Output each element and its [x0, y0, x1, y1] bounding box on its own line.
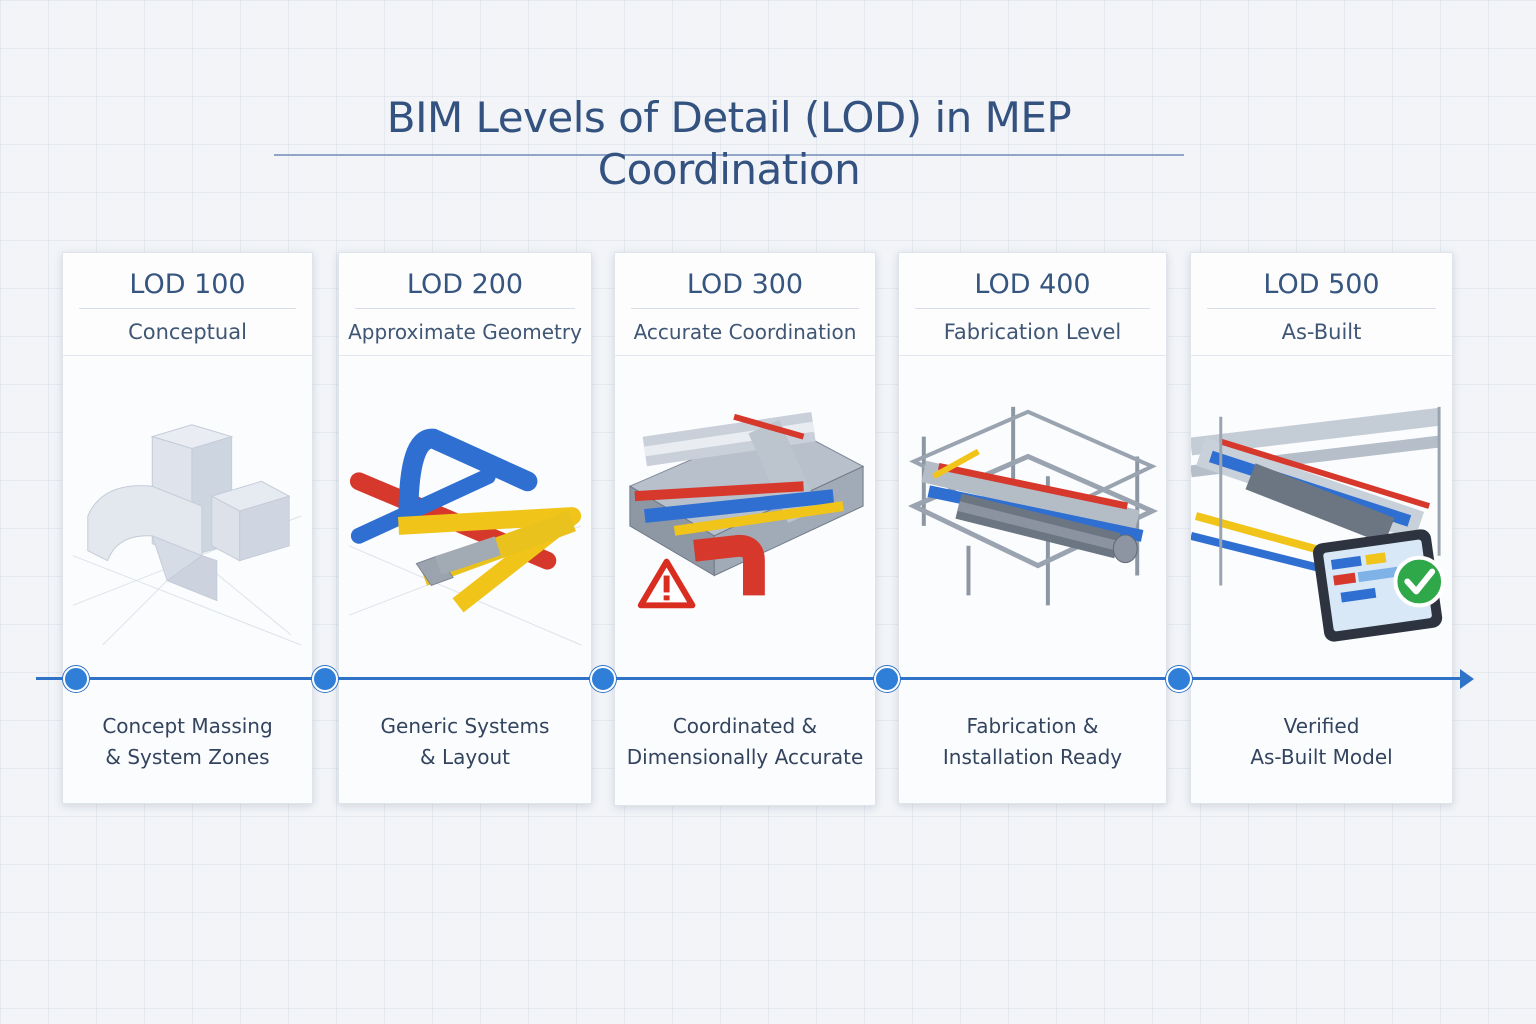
- header-divider: [915, 308, 1150, 309]
- timeline-node-500: [1166, 666, 1192, 692]
- timeline-node-100: [63, 666, 89, 692]
- header-divider: [355, 308, 575, 309]
- coordinated-mep-clash-icon: [615, 356, 875, 678]
- lod-subtitle: As-Built: [1281, 320, 1362, 344]
- page-title: BIM Levels of Detail (LOD) in MEP Coordi…: [274, 92, 1184, 194]
- card-header: LOD 200 Approximate Geometry: [339, 253, 591, 356]
- description-line-2: Installation Ready: [942, 745, 1123, 769]
- lod-card-300: LOD 300 Accurate Coordination Coordinate…: [614, 252, 876, 806]
- description-line-1: Concept Massing: [102, 714, 273, 738]
- description-line-1: Verified: [1283, 714, 1360, 738]
- timeline-line: [36, 677, 1466, 680]
- lod-subtitle: Fabrication Level: [943, 320, 1122, 344]
- conceptual-massing-icon: [63, 356, 312, 678]
- lod-subtitle: Conceptual: [128, 320, 247, 344]
- lod-label: LOD 100: [129, 269, 246, 300]
- timeline-node-300: [590, 666, 616, 692]
- card-header: LOD 500 As-Built: [1191, 253, 1452, 356]
- stage-description: Verified As-Built Model: [1191, 711, 1452, 773]
- lod-subtitle: Accurate Coordination: [633, 320, 857, 344]
- lod-card-400: LOD 400 Fabrication Level Fabrication & …: [898, 252, 1167, 804]
- description-line-1: Generic Systems: [380, 714, 550, 738]
- header-divider: [1207, 308, 1436, 309]
- stage-description: Coordinated & Dimensionally Accurate: [615, 711, 875, 773]
- stage-description: Fabrication & Installation Ready: [899, 711, 1166, 773]
- header-divider: [79, 308, 296, 309]
- description-line-1: Fabrication &: [966, 714, 1099, 738]
- card-header: LOD 300 Accurate Coordination: [615, 253, 875, 356]
- lod-card-500: LOD 500 As-Built: [1189, 252, 1453, 804]
- as-built-tablet-check-icon: [1189, 356, 1452, 678]
- description-line-1: Coordinated &: [672, 714, 818, 738]
- timeline-node-400: [874, 666, 900, 692]
- description-line-2: & System Zones: [105, 745, 270, 769]
- timeline-node-200: [312, 666, 338, 692]
- lod-label: LOD 400: [974, 269, 1091, 300]
- card-header: LOD 400 Fabrication Level: [899, 253, 1166, 356]
- card-header: LOD 100 Conceptual: [63, 253, 312, 356]
- fabrication-rack-icon: [899, 356, 1166, 678]
- generic-pipes-icon: [339, 356, 591, 678]
- description-line-2: Dimensionally Accurate: [626, 745, 864, 769]
- stage-description: Generic Systems & Layout: [339, 711, 591, 773]
- lod-card-200: LOD 200 Approximate Geometry Generic Sys…: [338, 252, 592, 804]
- lod-label: LOD 500: [1263, 269, 1380, 300]
- header-divider: [631, 308, 859, 309]
- stage-description: Concept Massing & System Zones: [63, 711, 312, 773]
- description-line-2: & Layout: [420, 745, 510, 769]
- lod-subtitle: Approximate Geometry: [348, 320, 582, 344]
- description-line-2: As-Built Model: [1250, 745, 1393, 769]
- lod-card-100: LOD 100 Conceptual Concept Massing & Sys…: [62, 252, 313, 804]
- lod-label: LOD 300: [686, 269, 804, 300]
- lod-label: LOD 200: [406, 269, 524, 300]
- timeline-arrow-icon: [1460, 669, 1474, 689]
